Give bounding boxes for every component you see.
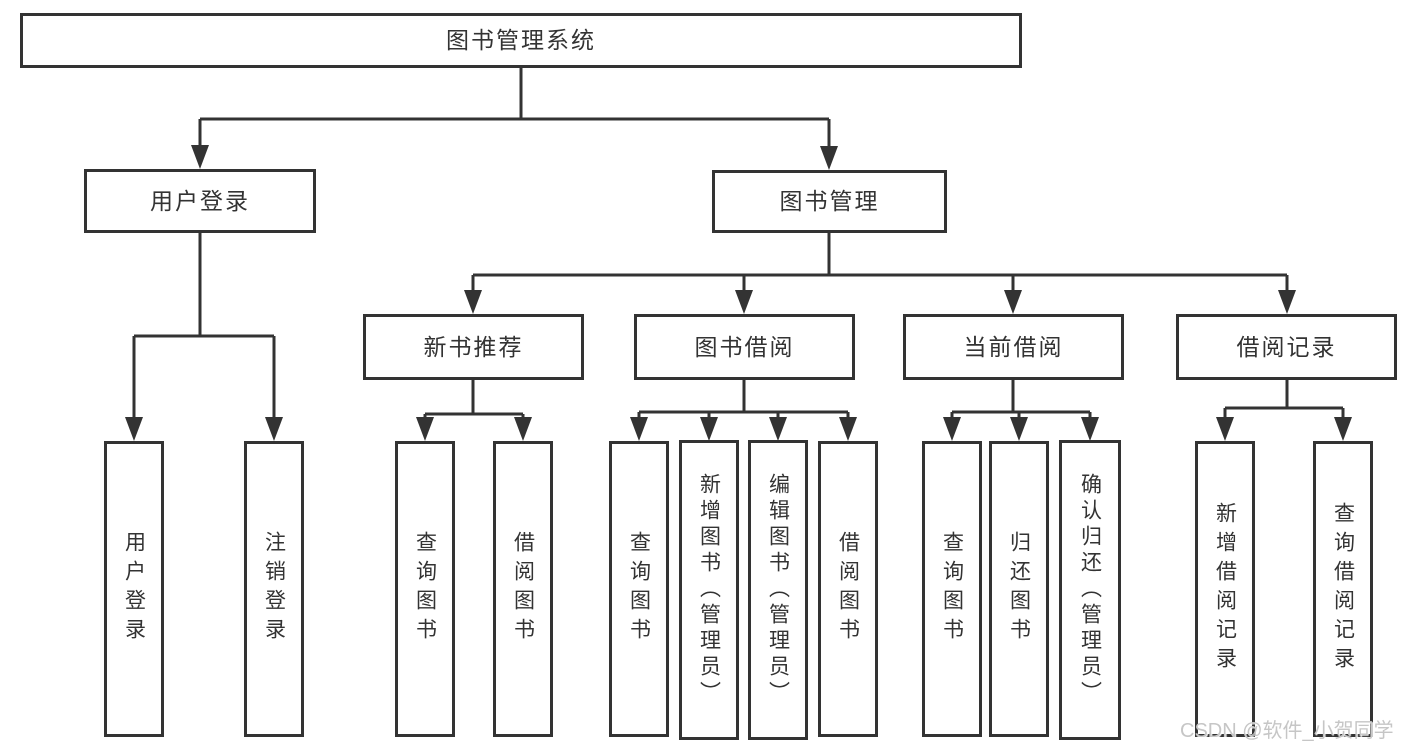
leaf-borrow-add-book: 新增图书（管理员）: [679, 440, 739, 740]
leaf-borrow-borrow-book: 借阅图书: [818, 441, 878, 737]
node-root-label: 图书管理系统: [446, 27, 596, 53]
node-borrow-records-label: 借阅记录: [1236, 333, 1337, 360]
leaf-current-query-book-label: 查询图书: [940, 531, 964, 647]
leaf-borrow-add-book-label: 新增图书（管理员）: [697, 473, 721, 707]
leaf-borrow-query-book: 查询图书: [609, 441, 669, 737]
node-new-book-recommend: 新书推荐: [363, 314, 584, 380]
node-new-book-recommend-label: 新书推荐: [423, 333, 524, 360]
leaf-logout-label: 注销登录: [262, 531, 286, 647]
leaf-current-return-book-label: 归还图书: [1007, 531, 1031, 647]
leaf-current-query-book: 查询图书: [922, 441, 982, 737]
leaf-logout: 注销登录: [244, 441, 304, 737]
node-current-borrow: 当前借阅: [903, 314, 1124, 380]
leaf-current-confirm-return: 确认归还（管理员）: [1059, 440, 1121, 740]
leaf-user-login: 用户登录: [104, 441, 164, 737]
edge-book-management-children: [464, 233, 1296, 314]
leaf-records-add-record-label: 新增借阅记录: [1213, 502, 1237, 676]
leaf-borrow-edit-book: 编辑图书（管理员）: [748, 440, 808, 740]
leaf-current-confirm-return-label: 确认归还（管理员）: [1078, 473, 1102, 707]
leaf-borrow-borrow-book-label: 借阅图书: [836, 531, 860, 647]
leaf-recommend-query-book: 查询图书: [395, 441, 455, 737]
node-borrow-records: 借阅记录: [1176, 314, 1397, 380]
edge-user-login-children: [125, 233, 283, 441]
leaf-recommend-query-book-label: 查询图书: [413, 531, 437, 647]
node-current-borrow-label: 当前借阅: [963, 333, 1064, 360]
leaf-recommend-borrow-book-label: 借阅图书: [511, 531, 535, 647]
leaf-borrow-query-book-label: 查询图书: [627, 531, 651, 647]
edge-book-borrow-children: [630, 380, 857, 441]
leaf-records-query-record-label: 查询借阅记录: [1331, 502, 1355, 676]
edge-root-to-level2: [191, 68, 838, 170]
leaf-borrow-edit-book-label: 编辑图书（管理员）: [766, 473, 790, 707]
edge-current-borrow-children: [943, 380, 1099, 441]
leaf-records-add-record: 新增借阅记录: [1195, 441, 1255, 737]
edge-borrow-records-children: [1216, 380, 1352, 441]
leaf-records-query-record: 查询借阅记录: [1313, 441, 1373, 737]
node-book-borrow-label: 图书借阅: [694, 333, 795, 360]
node-user-login: 用户登录: [84, 169, 316, 233]
leaf-recommend-borrow-book: 借阅图书: [493, 441, 553, 737]
node-user-login-label: 用户登录: [150, 187, 250, 214]
leaf-current-return-book: 归还图书: [989, 441, 1049, 737]
edge-new-book-recommend-children: [416, 380, 532, 441]
node-book-borrow: 图书借阅: [634, 314, 855, 380]
node-book-management: 图书管理: [712, 170, 947, 233]
leaf-user-login-label: 用户登录: [122, 531, 146, 647]
csdn-watermark: CSDN @软件_小贺同学: [1180, 720, 1394, 742]
node-book-management-label: 图书管理: [779, 188, 880, 214]
node-root: 图书管理系统: [20, 13, 1022, 68]
